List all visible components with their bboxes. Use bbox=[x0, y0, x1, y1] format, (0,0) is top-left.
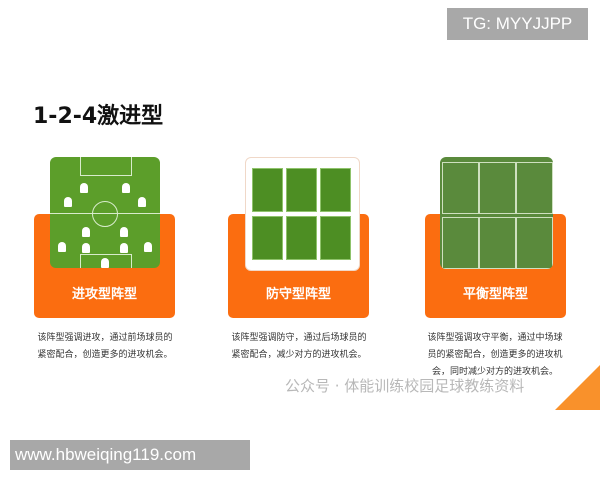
tg-badge: TG: MYYJJPP bbox=[447, 8, 588, 40]
watermark: 公众号 · 体能训练校园足球教练资料 bbox=[285, 377, 525, 395]
card-label: 进攻型阵型 bbox=[71, 287, 137, 302]
card-label: 平衡型阵型 bbox=[462, 287, 528, 302]
card-description: 该阵型强调攻守平衡，通过中场球员的紧密配合，创造更多的进攻机会，同时减少对方的进… bbox=[427, 333, 563, 377]
balance-formation-image bbox=[440, 157, 553, 269]
card-description: 该阵型强调防守，通过后场球员的紧密配合，减少对方的进攻机会。 bbox=[231, 333, 367, 360]
card-description: 该阵型强调进攻，通过前场球员的紧密配合，创造更多的进攻机会。 bbox=[37, 333, 173, 360]
attack-formation-image bbox=[50, 157, 160, 268]
corner-decoration bbox=[555, 365, 600, 410]
defense-formation-image bbox=[245, 157, 360, 271]
page-title: 1-2-4激进型 bbox=[33, 104, 164, 129]
website-badge: www.hbweiqing119.com bbox=[10, 440, 250, 470]
card-label: 防守型阵型 bbox=[265, 287, 331, 302]
